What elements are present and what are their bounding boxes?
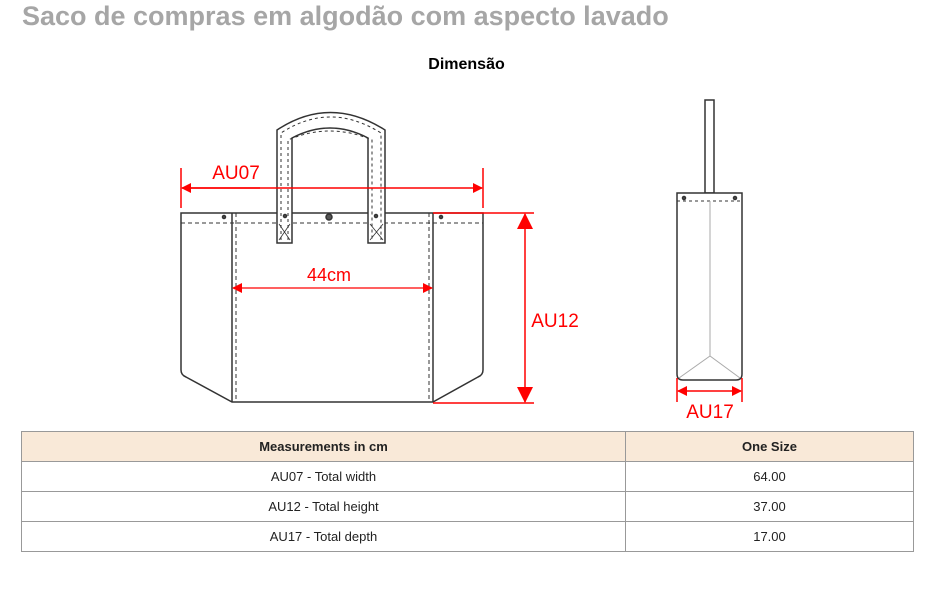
size-diagram: AU07 44cm AU12 AU17 (180, 99, 743, 423)
measurement-name: AU12 - Total height (21, 491, 626, 522)
bag-front-view (180, 111, 484, 403)
measure-au12 (433, 212, 534, 404)
label-au07: AU07 (212, 163, 260, 184)
measurement-value: 64.00 (625, 461, 914, 492)
label-inner-width: 44cm (307, 265, 351, 285)
table-row: AU12 - Total height 37.00 (21, 491, 914, 522)
measurement-value: 37.00 (625, 491, 914, 522)
bag-side-view (676, 99, 743, 381)
measure-au07 (180, 168, 484, 208)
table-row: AU17 - Total depth 17.00 (21, 521, 914, 552)
table-row: AU07 - Total width 64.00 (21, 461, 914, 492)
measurement-name: AU07 - Total width (21, 461, 626, 492)
measure-au17 (676, 378, 743, 402)
measurements-table: Measurements in cm One Size AU07 - Total… (21, 431, 914, 552)
page-title: Saco de compras em algodão com aspecto l… (22, 1, 669, 31)
column-header: One Size (625, 431, 914, 462)
label-au17: AU17 (686, 402, 734, 423)
measurement-value: 17.00 (625, 521, 914, 552)
table-header-row: Measurements in cm One Size (21, 431, 914, 462)
measurement-name: AU17 - Total depth (21, 521, 626, 552)
label-au12: AU12 (531, 311, 579, 332)
section-heading: Dimensão (428, 56, 505, 73)
column-header: Measurements in cm (21, 431, 626, 462)
